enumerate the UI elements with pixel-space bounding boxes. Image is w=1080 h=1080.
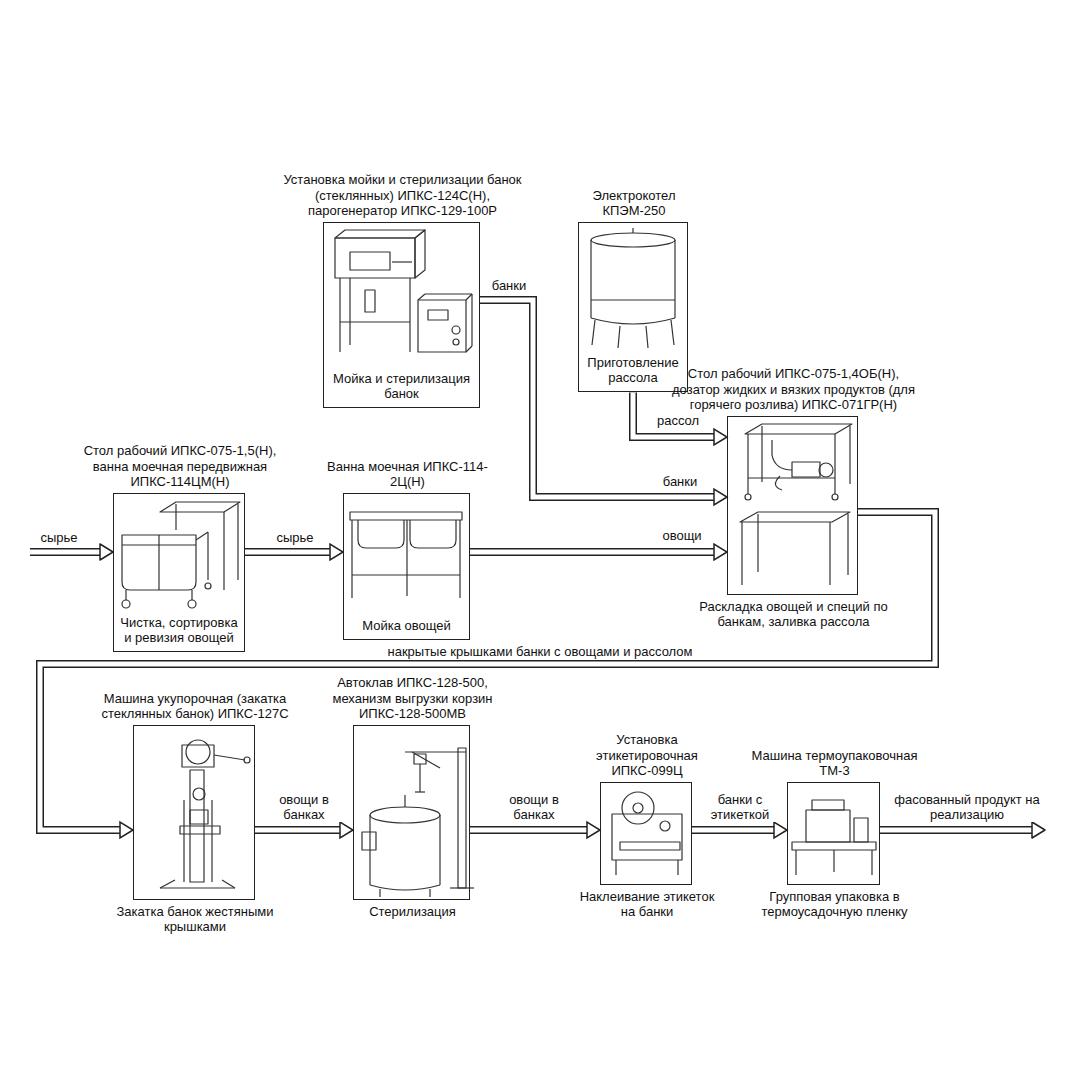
- flow-connector: [470, 822, 600, 838]
- process-caption: Раскладка овощей и специй по банкам, зал…: [686, 599, 901, 629]
- process-caption: Групповая упаковка в термоусадочную плен…: [760, 889, 910, 919]
- equipment-heading: Установка мойки и стерилизации банок (ст…: [273, 172, 533, 218]
- flow-connector: [692, 822, 787, 838]
- equipment-box: Установка мойки и стерилизации банок (ст…: [323, 222, 480, 408]
- equipment-box: Электрокотел КПЭМ-250Приготовление рассо…: [578, 222, 688, 392]
- equipment-heading: Ванна моечная ИПКС-114-2Ц(Н): [318, 459, 498, 489]
- flow-label: сырье: [262, 530, 328, 545]
- equipment-heading: Стол рабочий ИПКС-075-1,5(Н), ванна моеч…: [75, 443, 285, 489]
- equipment-heading: Стол рабочий ИПКС-075-1,4ОБ(Н), дозатор …: [669, 366, 919, 412]
- process-caption: Мойка и стерилизация банок: [328, 371, 475, 401]
- equipment-box: Ванна моечная ИПКС-114-2Ц(Н)Мойка овощей: [343, 493, 470, 640]
- process-caption: Стерилизация: [343, 904, 483, 919]
- equipment-heading: Электрокотел КПЭМ-250: [569, 188, 699, 218]
- flow-label: банки: [652, 474, 708, 489]
- flow-label: овощи в банках: [264, 792, 344, 822]
- process-caption: Мойка овощей: [348, 618, 465, 633]
- equipment-heading: Установка этикетировочная ИПКС-099Ц: [582, 732, 712, 778]
- equipment-box: Автоклав ИПКС-128-500, механизм выгрузки…: [353, 725, 470, 900]
- flow-label: фасованный продукт на реализацию: [886, 792, 1048, 822]
- flow-connector: [470, 544, 727, 560]
- equipment-box: Стол рабочий ИПКС-075-1,5(Н), ванна моеч…: [113, 493, 245, 652]
- process-caption: Наклеивание этикеток на банки: [572, 889, 722, 919]
- process-caption: Чистка, сортировка и ревизия овощей: [118, 615, 240, 645]
- flow-label: овощи в банках: [494, 792, 574, 822]
- flow-label: рассол: [648, 413, 708, 428]
- sorting-table-sketch: [122, 502, 240, 608]
- process-caption: Закатка банок жестяными крышками: [115, 904, 275, 934]
- flow-label: накрытые крышками банки с овощами и расс…: [330, 644, 750, 659]
- flow-label: овощи: [652, 528, 712, 543]
- equipment-box: Стол рабочий ИПКС-075-1,4ОБ(Н), дозатор …: [727, 416, 858, 595]
- doser-table-sketch: [740, 424, 852, 585]
- sink-sketch: [350, 512, 462, 598]
- kettle-sketch: [591, 228, 675, 348]
- equipment-heading: Автоклав ИПКС-128-500, механизм выгрузки…: [313, 675, 513, 721]
- equipment-box: Установка этикетировочная ИПКС-099ЦНакле…: [600, 782, 692, 885]
- washer-sketch: [335, 230, 472, 352]
- input-arrow: [30, 544, 113, 560]
- shrink-wrapper-sketch: [792, 800, 876, 875]
- labeller-sketch: [612, 792, 682, 875]
- flow-label: банки с этикеткой: [698, 792, 782, 822]
- flow-connector: [255, 822, 353, 838]
- flow-connector: [245, 544, 343, 560]
- flow-label: банки: [484, 278, 534, 293]
- equipment-heading: Машина укупорочная (закатка стеклянных б…: [100, 691, 290, 721]
- equipment-box: Машина укупорочная (закатка стеклянных б…: [133, 725, 255, 900]
- capper-sketch: [160, 740, 250, 888]
- flow-label: сырье: [28, 530, 90, 545]
- equipment-heading: Машина термоупаковочная ТМ-3: [740, 748, 930, 778]
- flow-connector: [40, 512, 935, 838]
- equipment-box: Машина термоупаковочная ТМ-3Групповая уп…: [787, 782, 880, 885]
- process-caption: Приготовление рассола: [583, 355, 683, 385]
- autoclave-sketch: [362, 748, 474, 897]
- output-arrow: [880, 822, 1045, 838]
